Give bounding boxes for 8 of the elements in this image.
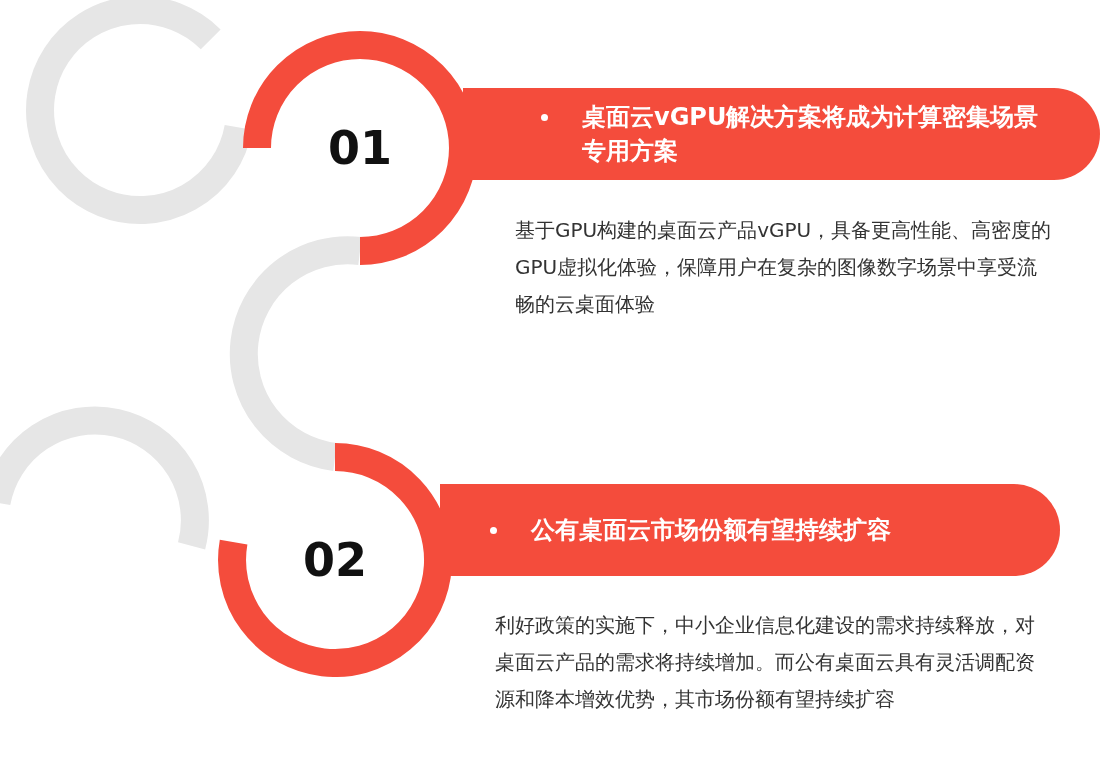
body-text: 基于GPU构建的桌面云产品vGPU，具备更高性能、高密度的GPU虚拟化体验，保障用户在复杂的图像数字场景中享受流畅的云桌面体验 (515, 217, 1053, 318)
heading-text: 桌面云vGPU解决方案将成为计算密集场景专用方案 (582, 102, 1040, 167)
heading-text: 公有桌面云市场份额有望持续扩容 (531, 515, 891, 546)
heading-banner (463, 88, 1100, 180)
body-text: 利好政策的实施下，中小企业信息化建设的需求持续释放，对桌面云产品的需求将持续增加。而公有桌面云具有灵活调配资源和降本增效优势，其市场份额有望持续扩容 (495, 612, 1035, 713)
connector-arc (229, 236, 361, 471)
step-number: 02 (303, 537, 367, 583)
step-number: 01 (328, 125, 392, 171)
